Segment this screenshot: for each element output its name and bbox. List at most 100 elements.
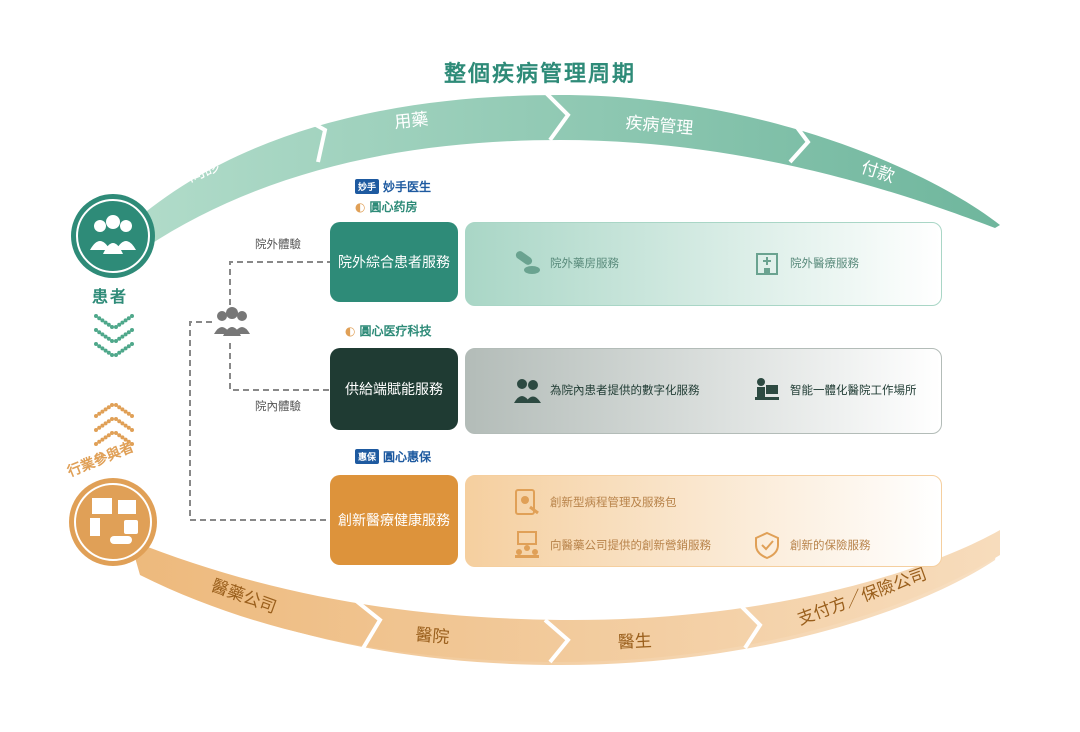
chevron-dot (130, 314, 134, 318)
chevron-dot (100, 409, 105, 414)
chevron-dot (110, 403, 114, 407)
chevron-dot (130, 428, 134, 432)
connector-lines (189, 261, 330, 521)
brand-insurance-text: 圓心惠保 (383, 450, 432, 464)
feature-label: 向醫藥公司提供的創新營銷服務 (550, 538, 711, 552)
top-cycle-band (130, 95, 1000, 248)
up-chevrons-icon (92, 388, 136, 448)
brand-insurance: 惠保 圓心惠保 (355, 448, 431, 465)
chevron-dot (126, 330, 131, 335)
chevron-dot (94, 428, 98, 432)
patient-label: 患者 (92, 287, 129, 306)
chevron-dot (117, 433, 122, 438)
chevron-dot (114, 339, 118, 343)
chevron-dot (126, 344, 131, 349)
bottom-stage-label: 醫生 (617, 631, 652, 653)
chevron-dot (100, 423, 105, 428)
chevron-dot (126, 316, 131, 321)
brand-miaoshou-text: 妙手医生 (383, 180, 432, 194)
chevron-dot (94, 414, 98, 418)
brand-insurance-chip: 惠保 (355, 449, 380, 464)
chevron-dot (94, 328, 98, 332)
chevron-dot (117, 322, 122, 327)
brand-miaoshou-chip: 妙手 (355, 179, 380, 194)
brand-medtech: ◐ 圓心医疗科技 (345, 322, 432, 339)
chevron-dot (94, 342, 98, 346)
outside-experience-label: 院外體驗 (255, 237, 301, 251)
feature-disease-mgmt: 創新型病程管理及服務包 (512, 487, 677, 517)
chevron-dot (97, 411, 102, 416)
chevron-dot (123, 437, 128, 442)
feature-label: 創新型病程管理及服務包 (550, 495, 677, 509)
panel-innovative (465, 475, 942, 567)
chevron-dot (130, 442, 134, 446)
chevron-dot (106, 322, 111, 327)
feature-medical: 院外醫療服務 (752, 248, 859, 278)
chevron-dot (126, 425, 131, 430)
chevron-dot (126, 439, 131, 444)
feature-marketing: 向醫藥公司提供的創新營銷服務 (512, 530, 711, 560)
feature-pharmacy: 院外藥房服務 (512, 248, 619, 278)
chevron-dot (123, 332, 128, 337)
hospital-industry-icon (90, 498, 138, 544)
chevron-dot (103, 334, 108, 339)
chevron-dot (97, 316, 102, 321)
chevron-dot (100, 346, 105, 351)
chevron-dot (106, 336, 111, 341)
chevron-dot (114, 417, 118, 421)
chevron-dot (130, 342, 134, 346)
bottom-cycle-band-main (130, 530, 1000, 662)
brand-logo-icon: ◐ (345, 323, 356, 338)
down-chevrons-icon (92, 312, 136, 372)
chevron-dot (97, 439, 102, 444)
feature-insurance: 創新的保險服務 (752, 530, 871, 560)
chevron-dot (110, 353, 114, 357)
feature-label: 為院內患者提供的數字化服務 (550, 383, 700, 397)
chevron-dot (110, 417, 114, 421)
presentation-icon (512, 530, 542, 560)
chevron-dot (120, 334, 125, 339)
hospital-building-icon (752, 248, 782, 278)
chevron-dot (120, 320, 125, 325)
feature-label: 智能一體化醫院工作場所 (790, 383, 917, 397)
chevron-dot (103, 421, 108, 426)
brand-miaoshou: 妙手 妙手医生 (355, 178, 431, 195)
chevron-dot (114, 325, 118, 329)
feature-workplace: 智能一體化醫院工作場所 (752, 375, 917, 405)
feature-label: 創新的保險服務 (790, 538, 871, 552)
brand-pharmacy: ◐ 圓心药房 (355, 198, 418, 215)
chevron-dot (117, 336, 122, 341)
brand-pharmacy-text: 圓心药房 (369, 200, 418, 214)
chevron-dot (117, 405, 122, 410)
chevron-dot (110, 325, 114, 329)
chevron-dot (123, 318, 128, 323)
brand-logo-icon: ◐ (355, 199, 366, 214)
chevron-dot (97, 330, 102, 335)
chevron-dot (94, 314, 98, 318)
brand-medtech-text: 圓心医疗科技 (359, 324, 432, 338)
pill-icon (512, 248, 542, 278)
patient-circle (71, 194, 155, 278)
panel-supply (465, 348, 942, 434)
feature-digital: 為院內患者提供的數字化服務 (512, 375, 700, 405)
chevron-dot (103, 348, 108, 353)
chevron-dot (130, 414, 134, 418)
chevron-dot (120, 421, 125, 426)
chevron-dot (130, 328, 134, 332)
service-innovative-health: 創新醫療健康服務 (330, 475, 458, 565)
chevron-dot (100, 318, 105, 323)
group-icon (214, 307, 250, 336)
chevron-dot (110, 339, 114, 343)
inside-experience-label: 院內體驗 (255, 399, 301, 413)
people-icon (90, 215, 136, 254)
chevron-dot (103, 407, 108, 412)
page-title: 整個疾病管理周期 (443, 62, 636, 87)
chevron-dot (110, 431, 114, 435)
chevron-dot (114, 431, 118, 435)
shield-icon (752, 530, 782, 560)
chevron-dot (114, 353, 118, 357)
chevron-dot (100, 437, 105, 442)
chevron-dot (120, 435, 125, 440)
chevron-dot (120, 407, 125, 412)
